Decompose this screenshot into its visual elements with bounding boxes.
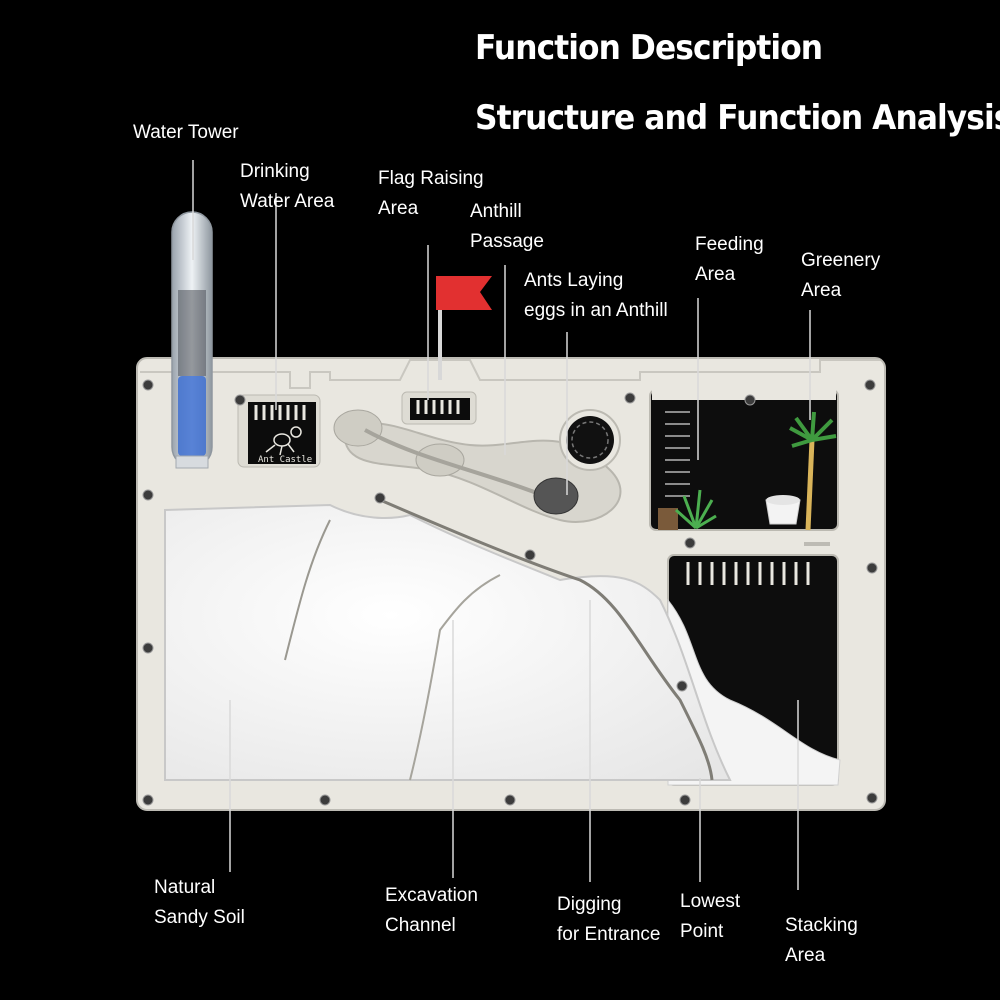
ant-logo-icon <box>265 426 302 456</box>
leader-lines <box>192 160 811 890</box>
anthill-passage <box>333 409 622 523</box>
feeding-greenery-compartment <box>649 380 839 546</box>
title-function-description: Function Description <box>475 28 823 68</box>
title-structure-analysis: Structure and Function Analysis <box>475 98 1000 138</box>
palm-tree-icon <box>789 411 837 531</box>
egg-chamber <box>533 477 579 515</box>
label-water-tower: Water Tower <box>133 122 239 143</box>
round-chamber <box>559 409 621 471</box>
flag-icon <box>436 276 492 310</box>
flag-raising-chamber <box>401 276 492 425</box>
small-plant-icon <box>674 489 717 530</box>
screws <box>142 379 878 806</box>
logo-text: Ant Castle <box>258 455 312 465</box>
drinking-water-chamber: Ant Castle <box>237 394 321 468</box>
sand-areas <box>164 498 732 781</box>
water-tower <box>171 211 213 469</box>
